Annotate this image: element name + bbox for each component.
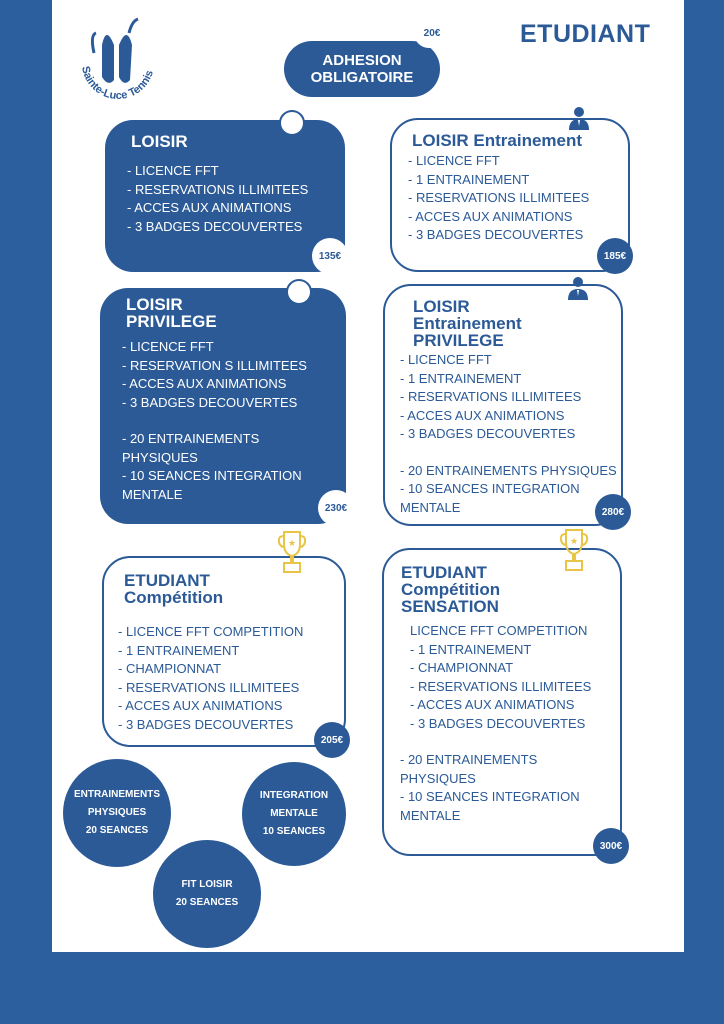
feature-item: - LICENCE FFT COMPETITION [118, 624, 304, 639]
feature-item: - 3 BADGES DECOUVERTES [118, 716, 294, 732]
feature-item: - 20 ENTRAINEMENTS PHYSIQUES [122, 431, 260, 465]
feature-item: - ACCES AUX ANIMATIONS [400, 407, 565, 423]
coach-icon [566, 104, 592, 135]
trophy-icon: ★ [558, 528, 590, 579]
price-badge: 205€ [314, 722, 350, 758]
trophy-icon: ★ [276, 530, 308, 581]
card-features: - LICENCE FFT - 1 ENTRAINEMENT - RESERVA… [400, 351, 622, 517]
category-title: ETUDIANT [520, 20, 651, 48]
price-badge: 135€ [312, 238, 348, 274]
feature-item: - ACCES AUX ANIMATIONS [408, 208, 573, 224]
adhesion-badge: ADHESION OBLIGATOIRE [284, 41, 440, 97]
coach-icon [565, 274, 591, 305]
svg-text:★: ★ [570, 537, 578, 547]
feature-item: - RESERVATIONS ILLIMITEES [410, 678, 592, 694]
feature-item: - RESERVATIONS ILLIMITEES [118, 679, 300, 695]
tennis-ball-icon [279, 110, 305, 136]
card-loisir-entrainement: LOISIR Entrainement - LICENCE FFT - 1 EN… [390, 118, 630, 272]
feature-item: - 3 BADGES DECOUVERTES [127, 218, 303, 234]
feature-item: - LICENCE FFT [127, 163, 219, 178]
card-features: - LICENCE FFT - 1 ENTRAINEMENT - RESERVA… [408, 152, 589, 245]
adhesion-price: 20€ [414, 18, 450, 48]
card-features: - LICENCE FFT - RESERVATIONS ILLIMITEES … [127, 162, 308, 236]
adhesion-line-2: OBLIGATOIRE [310, 69, 414, 86]
feature-item: - ACCES AUX ANIMATIONS [410, 697, 575, 712]
svg-text:★: ★ [288, 539, 296, 549]
feature-item: - ACCES AUX ANIMATIONS [127, 200, 292, 215]
feature-item: - 20 ENTRAINEMENTS PHYSIQUES [400, 462, 617, 478]
feature-item: - RESERVATION S ILLIMITEES [122, 357, 307, 373]
svg-text:Sainte-Luce Tennis: Sainte-Luce Tennis [79, 65, 156, 100]
price-badge: 280€ [595, 494, 631, 530]
feature-item: - 10 SEANCES INTEGRATION MENTALE [400, 481, 580, 515]
feature-item: - 10 SEANCES INTEGRATION MENTALE [122, 468, 302, 502]
feature-item: - 1 ENTRAINEMENT [118, 642, 240, 658]
card-features: - LICENCE FFT - RESERVATION S ILLIMITEES… [122, 338, 332, 504]
card-title: LOISIR [131, 132, 188, 151]
feature-item: - LICENCE FFT [122, 339, 214, 354]
price-badge: 185€ [597, 238, 633, 274]
feature-item: - 20 ENTRAINEMENTS PHYSIQUES [400, 752, 538, 786]
feature-item: - ACCES AUX ANIMATIONS [122, 376, 287, 391]
feature-item: - RESERVATIONS ILLIMITEES [127, 181, 309, 197]
card-loisir: LOISIR - LICENCE FFT - RESERVATIONS ILLI… [105, 120, 345, 272]
feature-item: - 3 BADGES DECOUVERTES [410, 715, 586, 731]
feature-item: - 3 BADGES DECOUVERTES [122, 394, 298, 410]
feature-item: - CHAMPIONNAT [118, 661, 222, 676]
feature-item: - 1 ENTRAINEMENT [410, 641, 532, 657]
card-features: LICENCE FFT COMPETITION - 1 ENTRAINEMENT… [400, 622, 620, 825]
feature-item: - LICENCE FFT [400, 352, 492, 367]
feature-item: - RESERVATIONS ILLIMITEES [400, 389, 582, 404]
feature-item: - 3 BADGES DECOUVERTES [400, 426, 576, 441]
feature-item: - 1 ENTRAINEMENT [400, 370, 522, 386]
feature-item: - LICENCE FFT [408, 153, 500, 168]
feature-item: - CHAMPIONNAT [410, 660, 514, 675]
card-features: - LICENCE FFT COMPETITION - 1 ENTRAINEME… [118, 623, 303, 734]
feature-item: - RESERVATIONS ILLIMITEES [408, 190, 590, 205]
club-logo: Sainte-Luce Tennis [72, 15, 162, 102]
card-title: LOISIR Entrainement [412, 131, 583, 150]
feature-item: - 3 BADGES DECOUVERTES [408, 227, 584, 242]
price-badge: 300€ [593, 828, 629, 864]
feature-item: - 1 ENTRAINEMENT [408, 171, 530, 187]
feature-item: - 10 SEANCES INTEGRATION MENTALE [400, 789, 580, 823]
price-badge: 230€ [318, 490, 354, 526]
adhesion-line-1: ADHESION [322, 52, 402, 69]
tennis-ball-icon [286, 279, 312, 305]
feature-item: - ACCES AUX ANIMATIONS [118, 698, 283, 713]
feature-item: LICENCE FFT COMPETITION [410, 623, 588, 638]
